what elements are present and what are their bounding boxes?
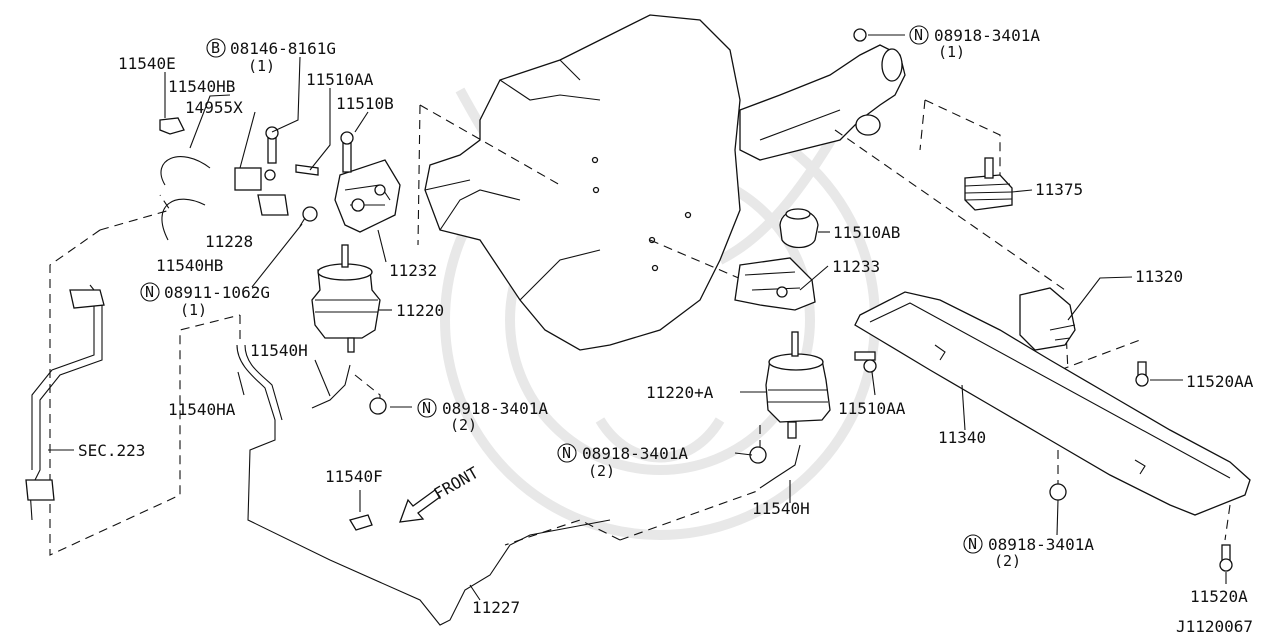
label-11520A: 11520A [1190,587,1248,606]
label-11540H-left: 11540H [250,341,308,360]
label-11220: 11220 [396,301,444,320]
label-11540HA: 11540HA [168,400,236,419]
label-08918-br: 08918-3401A [988,535,1094,554]
label-sec223: SEC.223 [78,441,145,460]
label-11227: 11227 [472,598,520,617]
label-11540E: 11540E [118,54,176,73]
front-arrow: FRONT [399,463,483,523]
nut-symbol-icon [909,25,929,45]
label-08918-br-qty: (2) [994,552,1021,570]
label-11540HB-top: 11540HB [168,77,235,96]
label-11320: 11320 [1135,267,1183,286]
crossmember-11340 [854,291,1251,516]
label-08911-qty: (1) [180,301,207,319]
nut-symbol-icon [140,282,160,302]
label-08918-top: 08918-3401A [934,26,1040,45]
label-11540F: 11540F [325,467,383,486]
label-08918-mid-qty: (2) [450,416,477,434]
bracket-11232 [334,131,401,233]
bolt-symbol: B [211,39,220,57]
label-11228: 11228 [205,232,253,251]
label-11233: 11233 [832,257,880,276]
sec223-pipe [25,284,105,521]
label-11510B: 11510B [336,94,394,113]
nut-symbol-icon [963,534,983,554]
diagram-id: J1120067 [1176,617,1253,636]
nut-symbol-1: N [145,283,154,301]
label-11375: 11375 [1035,180,1083,199]
label-11520AA: 11520AA [1186,372,1254,391]
nut-symbol-5: N [968,535,977,553]
nut-symbol-icon [417,398,437,418]
nut-symbol-2: N [422,399,431,417]
mount-11320 [1019,287,1076,351]
transmission [739,44,906,161]
label-11220A: 11220+A [646,383,714,402]
label-11540H-right: 11540H [752,499,810,518]
label-08146-qty: (1) [248,57,275,75]
insulator-11510AB [779,208,819,249]
label-11340: 11340 [938,428,986,447]
label-08918-top-qty: (1) [938,43,965,61]
nut-symbol-icon [557,443,577,463]
engine-mount-11220 [311,244,381,353]
label-11510AA-top: 11510AA [306,70,374,89]
label-08918-low-qty: (2) [588,462,615,480]
label-08911: 08911-1062G [164,283,270,302]
leader-lines [48,34,1227,601]
pipe-11227 [236,344,801,626]
label-08918-low: 08918-3401A [582,444,688,463]
label-08146: 08146-8161G [230,39,336,58]
label-11510AB: 11510AB [833,223,900,242]
label-11232: 11232 [389,261,437,280]
nut-symbol-3: N [914,26,923,44]
label-11540HB-bottom: 11540HB [156,256,223,275]
bracket-11233 [734,257,816,311]
part-labels: 11540E 11540HB 14955X B 08146-8161G (1) … [78,25,1254,636]
label-08918-mid: 08918-3401A [442,399,548,418]
bolt-symbol-icon [206,38,226,58]
label-11510AA-right: 11510AA [838,399,906,418]
engine-block [424,14,741,351]
engine-mount-11220A [765,331,831,439]
damper-11375 [964,157,1013,211]
vacuum-parts-left [159,117,319,241]
front-label: FRONT [431,463,483,504]
nut-symbol-4: N [562,444,571,462]
label-14955X: 14955X [185,98,243,117]
